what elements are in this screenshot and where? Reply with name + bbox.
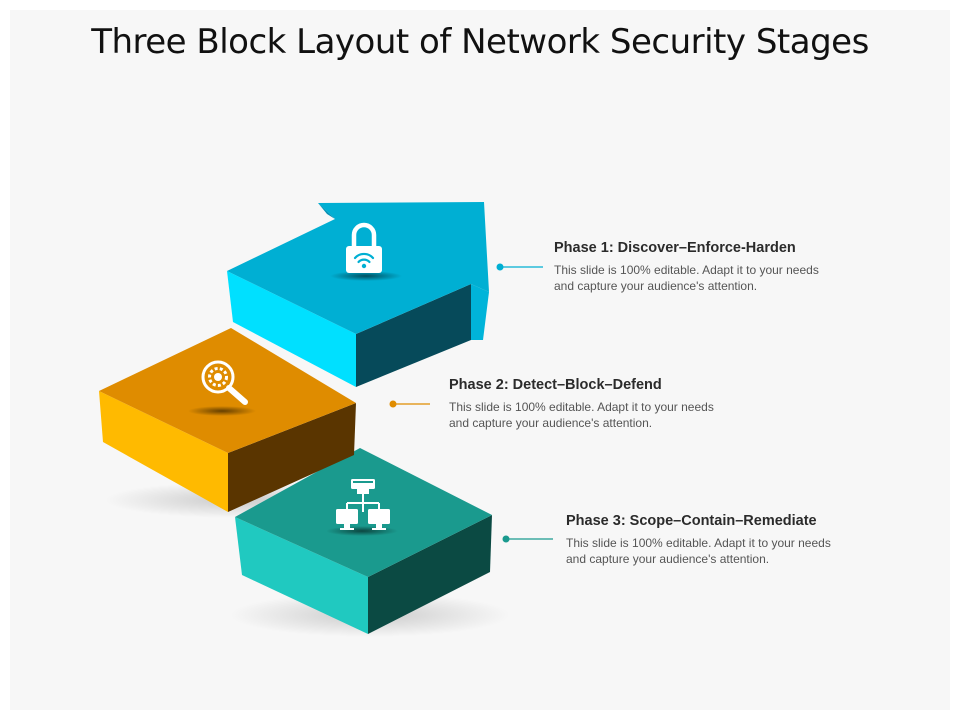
phase-3-text: Phase 3: Scope–Contain–Remediate This sl…: [566, 513, 846, 567]
block-1-side: [356, 284, 471, 387]
block-phase-3: [235, 448, 492, 634]
phase-3-heading: Phase 3: Scope–Contain–Remediate: [566, 513, 817, 529]
phase-2-heading: Phase 2: Detect–Block–Defend: [449, 377, 662, 393]
block-phase-1: [227, 202, 489, 387]
block-2-front: [99, 391, 228, 512]
block-3-front: [235, 517, 368, 634]
page-title: Three Block Layout of Network Security S…: [91, 22, 869, 62]
phase-1-description: This slide is 100% editable. Adapt it to…: [554, 263, 819, 293]
phase-1-text: Phase 1: Discover–Enforce-Harden This sl…: [554, 240, 834, 294]
block-1-front: [227, 271, 356, 387]
block-1-arrow-edge: [471, 284, 489, 340]
phase-2-description: This slide is 100% editable. Adapt it to…: [449, 400, 714, 430]
connector-phase-3: [502, 535, 553, 543]
phase-3-description: This slide is 100% editable. Adapt it to…: [566, 536, 831, 566]
lock-wifi-icon: [346, 222, 382, 273]
network-icon: [336, 479, 390, 530]
connector-phase-1: [496, 263, 543, 271]
search-gear-icon: [201, 360, 248, 405]
phase-2-text: Phase 2: Detect–Block–Defend This slide …: [449, 377, 729, 431]
phase-1-heading: Phase 1: Discover–Enforce-Harden: [554, 240, 796, 256]
block-3-side: [368, 515, 492, 634]
block-3-top: [235, 448, 492, 577]
connector-phase-2: [389, 400, 430, 408]
block-phase-2: [99, 328, 356, 512]
block-2-side: [228, 403, 356, 512]
